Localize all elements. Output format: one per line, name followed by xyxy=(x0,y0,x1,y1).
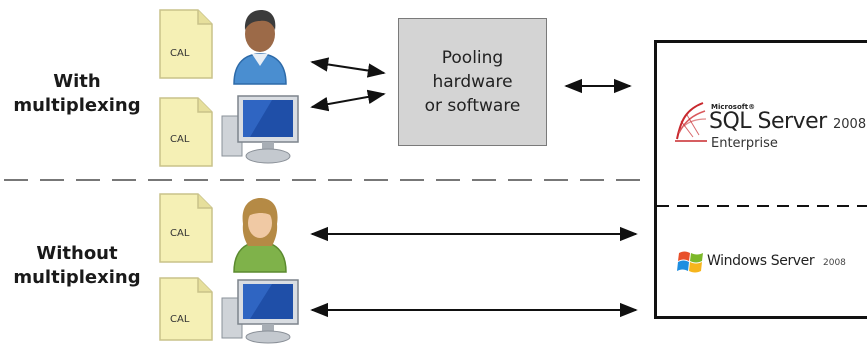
windows-version: 2008 xyxy=(823,258,846,268)
cal-label: CAL xyxy=(170,134,190,145)
double-arrow-icon xyxy=(310,57,386,78)
cal-label: CAL xyxy=(170,314,190,325)
server-divider xyxy=(657,205,867,207)
without-multiplexing-label: Without multiplexing xyxy=(13,243,141,288)
cal-label: CAL xyxy=(170,228,190,239)
windows-server-logo: Windows Server 2008 xyxy=(657,213,867,313)
sql-server-logo-icon xyxy=(675,102,707,142)
server-box: Microsoft® SQL Server 2008 Enterprise Wi… xyxy=(654,40,867,319)
cal-document-icon: CAL xyxy=(159,97,213,167)
sql-version: 2008 xyxy=(833,117,867,132)
double-arrow-icon xyxy=(310,89,386,112)
with-multiplexing-label: With multiplexing xyxy=(13,71,141,116)
pooling-box-label: Pooling hardware or software xyxy=(424,48,521,116)
cal-document-icon: CAL xyxy=(159,277,213,341)
sql-brand-small: Microsoft® xyxy=(711,103,756,111)
cal-document-icon: CAL xyxy=(159,9,213,79)
computer-monitor-icon xyxy=(221,279,299,344)
windows-product-name: Windows Server xyxy=(707,253,815,269)
windows-flag-icon xyxy=(677,251,703,273)
pooling-box: Pooling hardware or software xyxy=(398,18,547,146)
user-woman-icon xyxy=(233,198,287,273)
sql-edition: Enterprise xyxy=(711,136,778,151)
sql-server-logo: Microsoft® SQL Server 2008 Enterprise xyxy=(657,43,867,193)
sql-product-name: SQL Server xyxy=(709,109,827,134)
user-man-icon xyxy=(233,10,287,85)
cal-label: CAL xyxy=(170,48,190,59)
computer-monitor-icon xyxy=(221,95,299,164)
cal-document-icon: CAL xyxy=(159,193,213,263)
